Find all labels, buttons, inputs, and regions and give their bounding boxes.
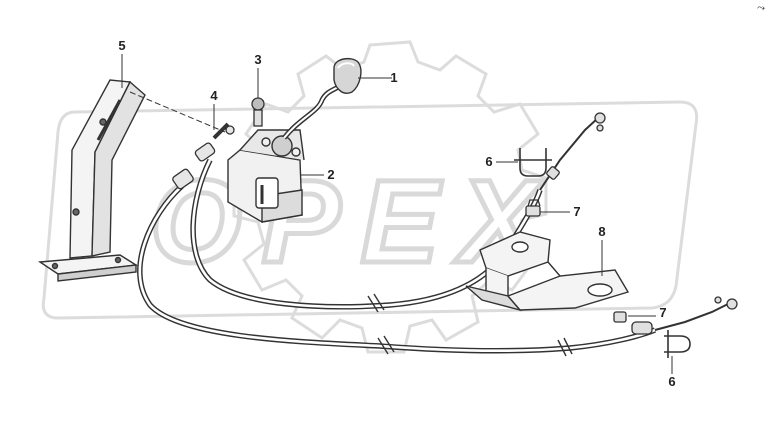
cable-a-inner <box>138 185 656 353</box>
cable-end-fitting <box>172 122 235 190</box>
mounting-stand-bracket <box>37 79 146 282</box>
break-mark-3 <box>557 337 573 357</box>
watermark-text: OPEX <box>148 154 558 291</box>
u-clamp-upper <box>514 148 552 177</box>
u-clamp-lower <box>664 330 691 358</box>
callout-2: 2 <box>327 167 335 182</box>
lower-rod-end <box>714 296 738 310</box>
callout-5: 5 <box>118 38 126 53</box>
watermark-letters: OPEX <box>150 156 558 288</box>
break-mark-1 <box>367 293 385 313</box>
transmission-bracket <box>465 231 630 312</box>
shift-lever-knob <box>333 57 362 94</box>
watermark-band <box>41 100 699 320</box>
leader-line-dash <box>129 91 226 133</box>
callout-8: 8 <box>598 224 606 239</box>
cable-clip-upper <box>525 199 541 217</box>
corner-mark: ⤳ <box>757 3 765 14</box>
callout-4: 4 <box>210 88 218 103</box>
shifter-base-assembly <box>227 129 305 223</box>
upper-rod-end <box>546 112 606 180</box>
ball-joint-connector <box>251 97 265 127</box>
cable-lower-rod <box>654 303 729 331</box>
leader-lines <box>121 54 673 374</box>
callout-3: 3 <box>254 52 262 67</box>
callout-7-lower: 7 <box>659 305 667 320</box>
break-mark-2 <box>377 335 395 355</box>
callout-6-upper: 6 <box>485 154 493 169</box>
cable-clip-lower <box>613 311 653 335</box>
callout-7-upper: 7 <box>573 204 581 219</box>
callout-1: 1 <box>390 70 398 85</box>
callout-6-lower: 6 <box>668 374 676 389</box>
